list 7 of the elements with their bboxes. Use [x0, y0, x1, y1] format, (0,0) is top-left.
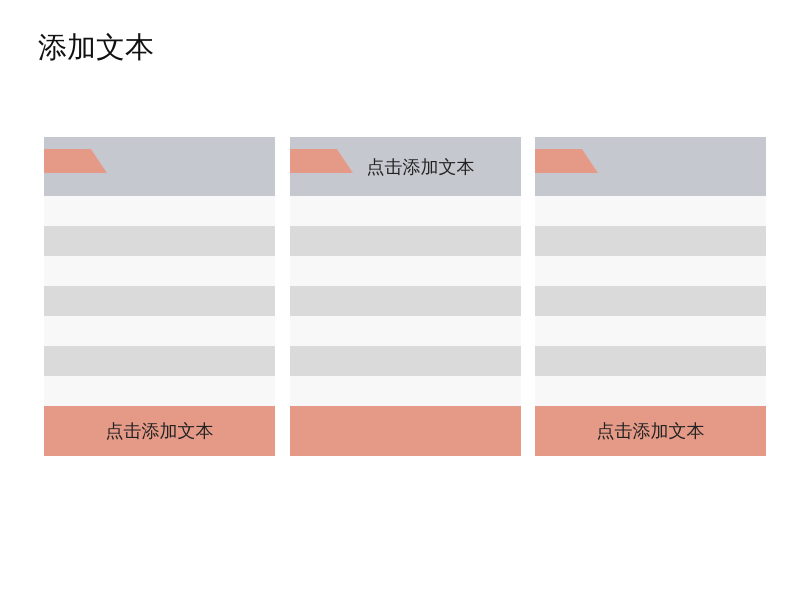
header-box	[44, 137, 275, 196]
footer-box: 点击添加文本	[535, 406, 766, 456]
footer-box: 点击添加文本	[44, 406, 275, 456]
header-box: 点击添加文本	[290, 137, 521, 196]
header-box	[535, 137, 766, 196]
title: 添加文本	[38, 29, 154, 66]
footer-box	[290, 406, 521, 456]
